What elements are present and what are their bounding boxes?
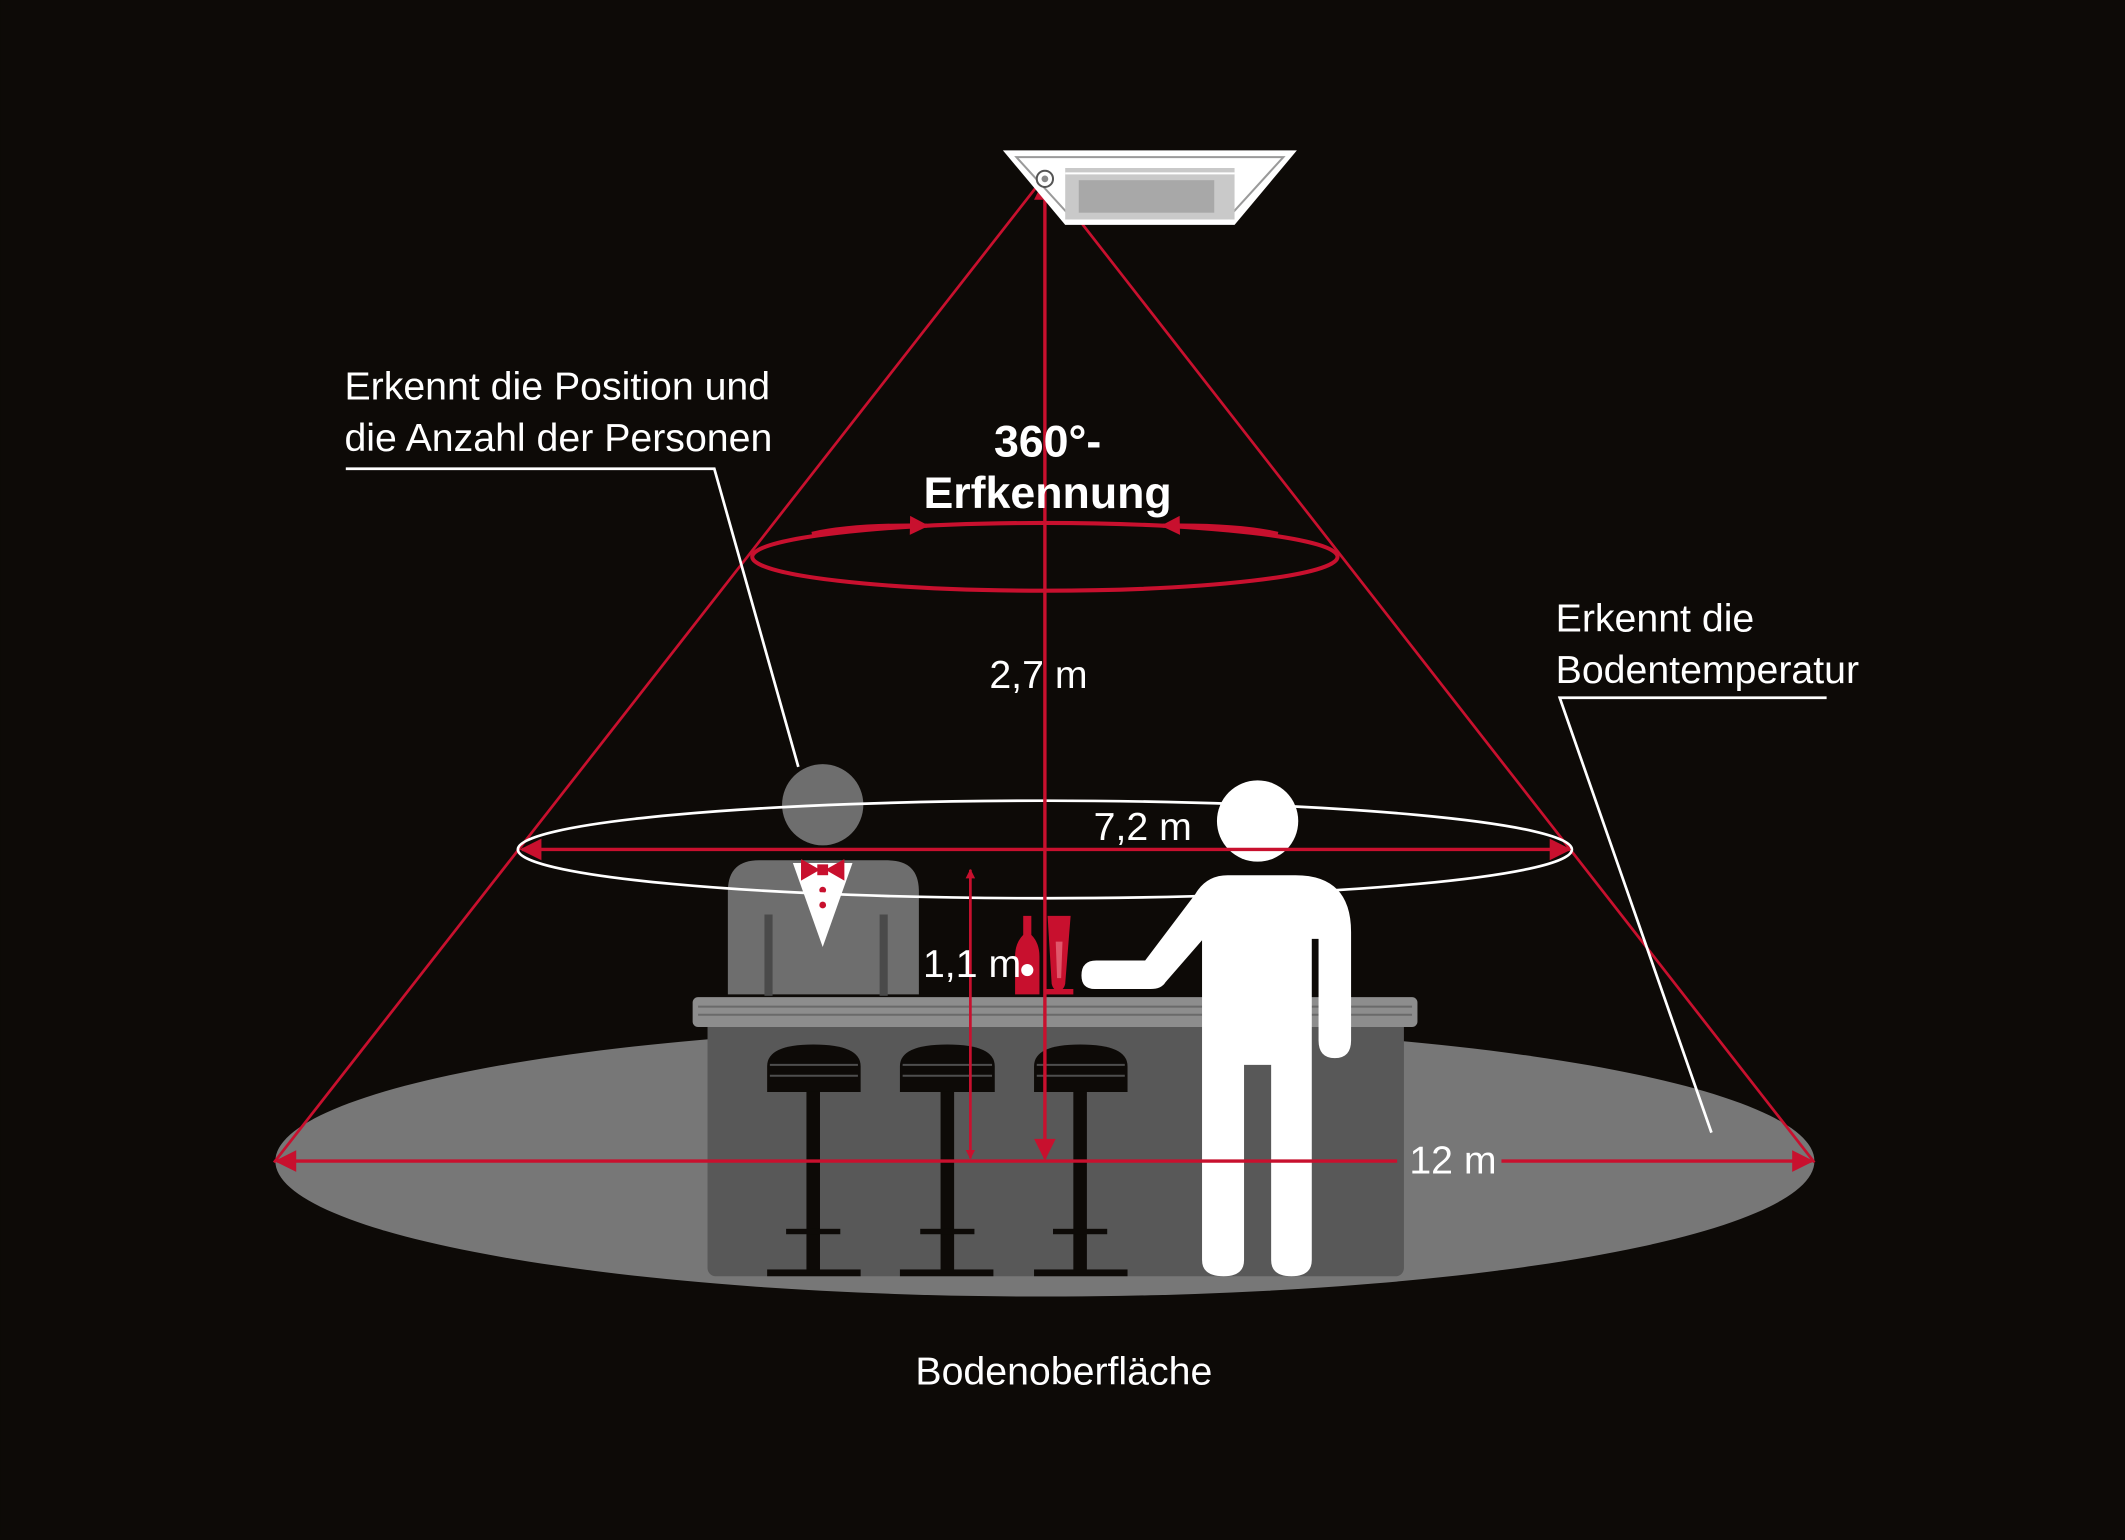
bar-stool-icon <box>1034 1044 1128 1277</box>
bottle-icon <box>1015 915 1040 995</box>
detection-label-line2: Erfkennung <box>923 469 1171 518</box>
floor-surface-label: Bodenoberfläche <box>915 1350 1212 1394</box>
detection-label-line1: 360°- <box>994 418 1101 467</box>
floor-width-label: 12 m <box>1409 1138 1496 1182</box>
rotation-arrow-right <box>1160 515 1279 536</box>
mid-width-label: 7,2 m <box>1094 805 1192 849</box>
rotation-arrow-left <box>811 515 929 536</box>
detection-cone <box>272 175 1816 1164</box>
floortemp-label-line1: Erkennt die <box>1556 596 1755 640</box>
floortemp-callout-line <box>1557 696 1827 1134</box>
position-label-line1: Erkennt die Position und <box>344 365 770 409</box>
position-label-line2: die Anzahl der Personen <box>344 416 772 460</box>
height-label: 2,7 m <box>989 653 1087 697</box>
bar-stool-icon <box>767 1044 861 1277</box>
bartender-icon <box>727 764 919 996</box>
floortemp-label-line2: Bodentemperatur <box>1556 648 1859 692</box>
counter-height-label: 1,1 m <box>923 942 1021 986</box>
position-callout-line <box>345 467 800 768</box>
ceiling-sensor-icon <box>1002 150 1297 225</box>
